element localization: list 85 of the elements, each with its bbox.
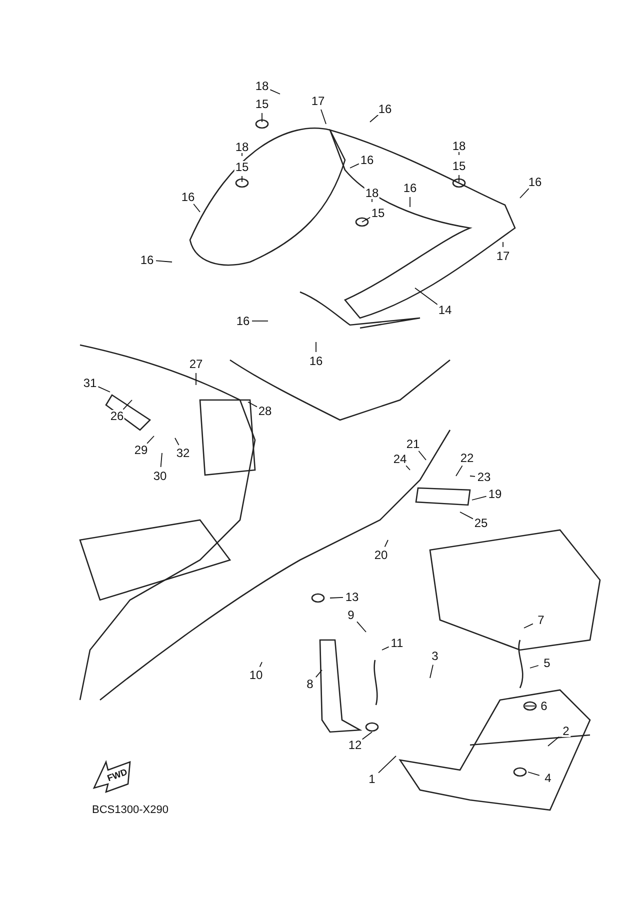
leader-line	[122, 400, 132, 410]
leader-line	[98, 386, 110, 392]
callout-number: 26	[109, 410, 125, 422]
callout-number: 1	[368, 773, 376, 785]
leader-line	[370, 114, 379, 122]
leader-line	[470, 476, 476, 477]
leader-line	[259, 662, 262, 668]
callout-number: 17	[310, 95, 326, 107]
direction-label: FWD	[106, 766, 129, 784]
leader-line	[270, 89, 280, 94]
callout-number: 22	[459, 452, 475, 464]
leader-line	[362, 216, 371, 222]
callout-number: 3	[430, 650, 440, 662]
callout-number: 24	[392, 453, 408, 465]
callout-number: 16	[308, 355, 324, 367]
callout-number: 23	[476, 471, 492, 483]
callout-number: 16	[235, 315, 251, 327]
leader-line	[252, 320, 268, 322]
callout-number: 13	[344, 591, 360, 603]
leader-line	[356, 621, 366, 632]
callout-number: 16	[402, 182, 418, 194]
callout-number: 32	[175, 447, 191, 459]
callout-number: 29	[133, 444, 149, 456]
leader-line	[530, 665, 539, 668]
callout-number: 18	[364, 187, 380, 199]
callout-number: 25	[473, 517, 489, 529]
callout-number: 16	[359, 154, 375, 166]
callout-number: 18	[451, 140, 467, 152]
callout-number: 15	[370, 207, 386, 219]
callout-number: 16	[139, 254, 155, 266]
callout-number: 17	[495, 250, 511, 262]
leader-line	[330, 596, 344, 598]
leader-line	[430, 664, 434, 678]
leader-line	[418, 450, 426, 460]
callout-number: 11	[390, 637, 404, 649]
callout-number: 12	[347, 739, 363, 751]
leader-line	[520, 188, 530, 198]
callout-number: 18	[254, 80, 270, 92]
leader-line	[524, 623, 534, 628]
callout-number: 10	[248, 669, 264, 681]
leader-line	[160, 452, 162, 468]
leader-line	[362, 732, 372, 740]
callout-number: 16	[527, 176, 543, 188]
callout-number: 18	[234, 141, 250, 153]
callout-number: 15	[234, 161, 250, 173]
leader-line	[472, 496, 487, 500]
leader-line	[458, 174, 460, 182]
leader-line	[406, 465, 410, 470]
leader-line	[382, 646, 390, 650]
leader-line	[528, 772, 540, 776]
leader-line	[502, 242, 504, 248]
callout-number: 21	[405, 438, 421, 450]
leader-line	[384, 540, 388, 548]
callout-number: 8	[306, 678, 314, 690]
leader-line	[315, 670, 322, 678]
leader-line	[456, 465, 463, 476]
callout-number: 16	[377, 103, 393, 115]
callout-number: 4	[544, 772, 552, 784]
callout-number: 15	[451, 160, 467, 172]
diagram-code: BCS1300-X290	[92, 804, 168, 816]
leader-line	[174, 438, 180, 446]
leader-line	[460, 512, 474, 520]
callout-number: 27	[188, 358, 204, 370]
leader-line	[320, 109, 326, 124]
leader-line	[248, 402, 258, 408]
callout-number: 7	[536, 614, 546, 626]
leader-line	[146, 436, 154, 444]
leader-line	[378, 756, 396, 774]
callout-number: 28	[257, 405, 273, 417]
leader-line	[414, 288, 438, 306]
leader-line	[548, 736, 560, 746]
callout-number: 16	[180, 191, 196, 203]
callout-number: 2	[562, 725, 570, 737]
callout-number: 6	[540, 700, 548, 712]
callout-number: 19	[487, 488, 503, 500]
callout-number: 30	[152, 470, 168, 482]
callout-number: 14	[437, 304, 453, 316]
callout-number: 9	[346, 609, 356, 621]
callout-number: 15	[254, 98, 270, 110]
callout-number: 31	[82, 377, 98, 389]
leader-line	[156, 260, 172, 262]
callout-number: 5	[542, 657, 552, 669]
leader-line	[193, 204, 200, 212]
leader-line	[350, 163, 360, 168]
callout-number: 20	[373, 549, 389, 561]
